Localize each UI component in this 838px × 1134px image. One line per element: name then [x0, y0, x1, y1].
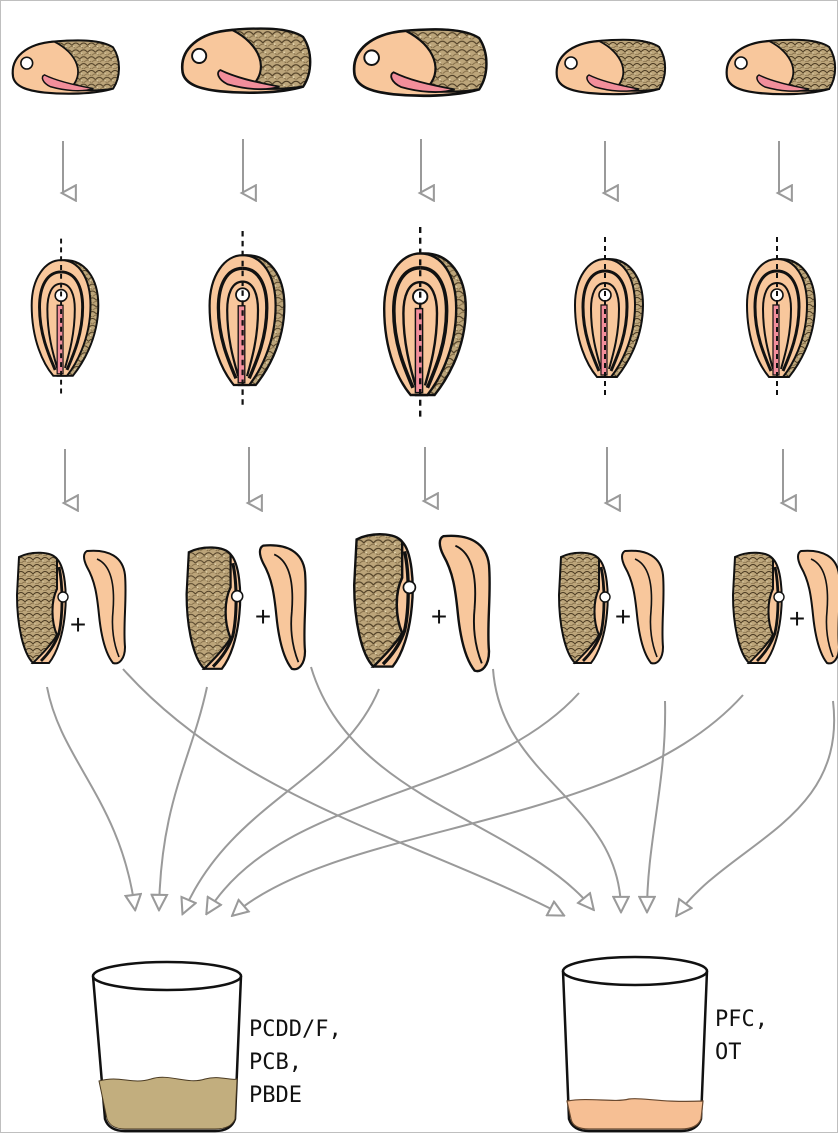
analyte-label: PFC,: [715, 1003, 768, 1036]
arrow-row-2: [65, 447, 783, 503]
fish-fillet: [354, 29, 486, 95]
fillet-cross-section: [210, 231, 285, 409]
skin-half: [354, 534, 415, 666]
curved-arrow-icon: [47, 687, 135, 909]
pink-sediment: [567, 1099, 703, 1129]
plus-sign: +: [431, 601, 447, 632]
analyte-label: OT: [715, 1036, 768, 1069]
plus-sign: +: [615, 601, 631, 632]
plus-sign: +: [255, 601, 271, 632]
cross-section-row: [32, 227, 815, 421]
curved-arrow-icon: [233, 695, 743, 915]
beaker-left: [93, 962, 241, 1131]
curved-arrow-icon: [159, 687, 207, 909]
split-pair: +: [17, 551, 126, 664]
skin-half: [17, 553, 68, 663]
beaker-right: [563, 957, 707, 1131]
fish-fillet: [557, 40, 665, 94]
fish-fillet: [182, 29, 310, 93]
pooling-arrows: [47, 667, 834, 915]
fillet-row: [13, 29, 835, 96]
flesh-half: [440, 536, 490, 671]
skin-half: [187, 547, 243, 668]
curved-arrow-icon: [123, 669, 563, 915]
arrow-row-1: [63, 139, 779, 193]
beaker-rim: [93, 962, 241, 990]
curved-arrow-icon: [183, 689, 379, 913]
curved-arrow-icon: [311, 667, 593, 909]
beaker-rim: [563, 957, 707, 985]
split-pair: +: [733, 551, 838, 664]
beaker-left-label: PCDD/F, PCB, PBDE: [249, 1013, 342, 1112]
split-halves-row: + + + + +: [17, 534, 838, 671]
fish-fillet: [727, 40, 835, 94]
beaker-right-label: PFC, OT: [715, 1003, 768, 1069]
fillet-cross-section: [32, 239, 99, 398]
curved-arrow-icon: [207, 693, 579, 913]
tan-sediment: [99, 1077, 237, 1129]
analyte-label: PBDE: [249, 1079, 342, 1112]
analyte-label: PCB,: [249, 1046, 342, 1079]
fillet-cross-section: [575, 237, 643, 399]
split-pair: +: [187, 545, 306, 669]
fillet-cross-section: [384, 227, 466, 421]
plus-sign: +: [70, 609, 86, 640]
fillet-cross-section: [747, 237, 815, 399]
flesh-half: [84, 551, 126, 664]
curved-arrow-icon: [647, 701, 665, 911]
analyte-label: PCDD/F,: [249, 1013, 342, 1046]
skin-half: [733, 553, 784, 663]
fish-fillet: [13, 40, 119, 93]
split-pair: +: [354, 534, 489, 671]
skin-half: [559, 553, 610, 663]
plus-sign: +: [789, 603, 805, 634]
split-pair: +: [559, 551, 664, 664]
